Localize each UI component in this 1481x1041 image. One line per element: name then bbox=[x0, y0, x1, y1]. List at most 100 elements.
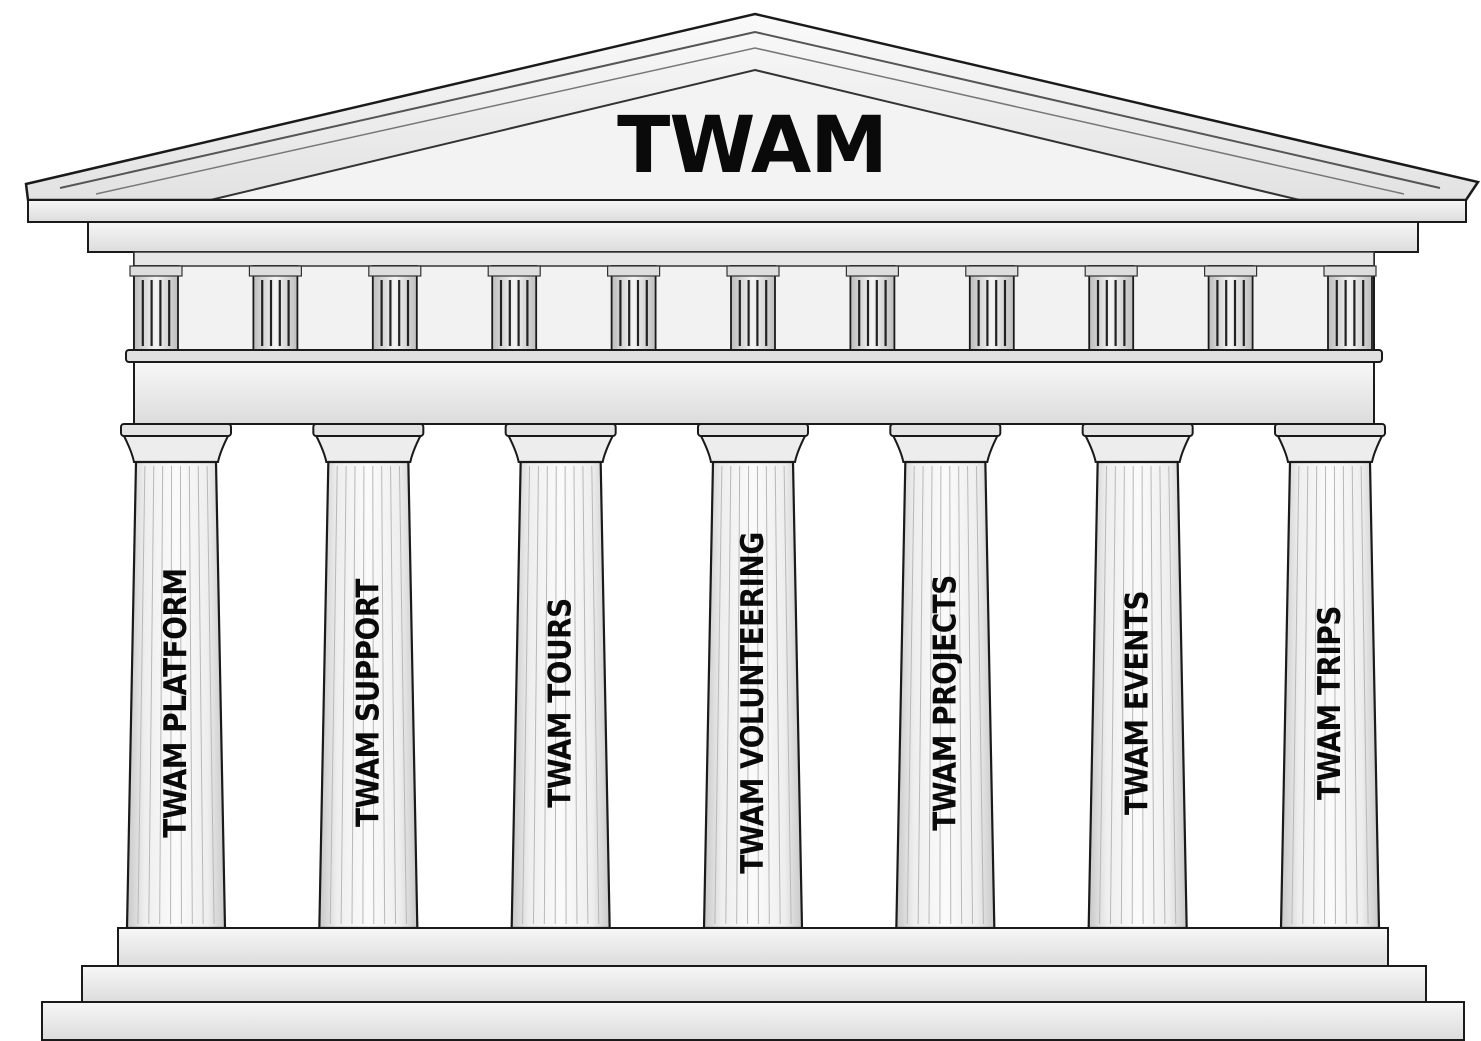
pillar-flute bbox=[939, 465, 942, 925]
pillar-flute bbox=[747, 465, 750, 925]
step-top bbox=[117, 927, 1389, 967]
stylobate bbox=[41, 927, 1465, 1041]
pillar-flute bbox=[398, 465, 407, 925]
triglyph bbox=[726, 265, 780, 351]
triglyph bbox=[1323, 265, 1377, 351]
pillar-flute bbox=[736, 465, 741, 925]
pillar-flute bbox=[774, 465, 781, 925]
pillar: TWAM PLATFORM bbox=[120, 423, 232, 930]
pillar-flute bbox=[554, 465, 557, 925]
pillar-flute bbox=[765, 465, 770, 925]
pillar-flute bbox=[522, 465, 531, 925]
pillar-flute bbox=[1342, 465, 1347, 925]
pillar-capital bbox=[889, 423, 1002, 437]
pillar-echinus bbox=[891, 435, 999, 463]
pillar-flute bbox=[1313, 465, 1318, 925]
pillar-flute bbox=[756, 465, 759, 925]
triglyph bbox=[1084, 265, 1138, 351]
triglyph bbox=[606, 265, 661, 351]
pillar: TWAM TRIPS bbox=[1274, 423, 1386, 930]
pillar-flute bbox=[906, 465, 915, 925]
pillar-flute bbox=[340, 465, 347, 925]
pillar-echinus bbox=[122, 435, 230, 463]
pillar-flute bbox=[1168, 465, 1177, 925]
pillar-flute bbox=[1141, 465, 1144, 925]
pillar-label: TWAM PROJECTS bbox=[927, 575, 963, 831]
triglyph bbox=[965, 265, 1019, 351]
step-middle bbox=[81, 965, 1427, 1003]
pediment: TWAM bbox=[24, 12, 1481, 223]
pillar-echinus bbox=[1084, 435, 1192, 463]
cornice-band bbox=[27, 199, 1467, 223]
pillar-capital bbox=[312, 423, 425, 437]
pillar-flute bbox=[159, 465, 164, 925]
pillar-flute bbox=[714, 465, 723, 925]
pillar: TWAM TOURS bbox=[504, 423, 617, 930]
pillar-flute bbox=[1099, 465, 1108, 925]
roof-molding-line-1 bbox=[59, 30, 1441, 189]
triglyph bbox=[845, 265, 900, 351]
pillar-flute bbox=[188, 465, 193, 925]
pillar-flute bbox=[170, 465, 173, 925]
pillar-flute bbox=[137, 465, 146, 925]
pillar-echinus bbox=[699, 435, 807, 463]
pillar-capital bbox=[1081, 423, 1194, 437]
pillar-echinus bbox=[1276, 435, 1384, 463]
pillar-capital bbox=[504, 423, 617, 437]
pillar-echinus bbox=[314, 435, 422, 463]
pillar-flute bbox=[1120, 465, 1125, 925]
frieze-bottom-molding bbox=[125, 349, 1383, 363]
triglyph bbox=[1203, 265, 1258, 351]
pillar: TWAM SUPPORT bbox=[312, 423, 425, 930]
pillar-flute bbox=[381, 465, 386, 925]
pillar-flute bbox=[949, 465, 952, 925]
pillar-flute bbox=[1351, 465, 1358, 925]
pillar-flute bbox=[564, 465, 567, 925]
pillar-flute bbox=[1302, 465, 1309, 925]
pillar-flute bbox=[362, 465, 365, 925]
pillar-flute bbox=[591, 465, 600, 925]
pillar-capital bbox=[697, 423, 809, 437]
pillar-label: TWAM EVENTS bbox=[1120, 591, 1156, 815]
pillar-flute bbox=[148, 465, 155, 925]
pillar-flute bbox=[573, 465, 578, 925]
step-bottom bbox=[41, 1001, 1465, 1041]
pillar-label: TWAM SUPPORT bbox=[350, 579, 386, 827]
roof-molding-line-2 bbox=[95, 47, 1405, 195]
pillar-flute bbox=[197, 465, 204, 925]
pillar: TWAM VOLUNTEERING bbox=[697, 423, 809, 930]
pillar-flute bbox=[582, 465, 589, 925]
pillar-flute bbox=[1291, 465, 1300, 925]
pillar-flute bbox=[390, 465, 397, 925]
pillar-echinus bbox=[507, 435, 615, 463]
pillar-capital bbox=[1274, 423, 1386, 437]
pillar-flute bbox=[917, 465, 924, 925]
architrave bbox=[133, 361, 1375, 425]
temple-title: TWAM bbox=[617, 101, 887, 191]
column-row: TWAM PLATFORM TWAM SUPPORT TWAM TOURS TWAM … bbox=[120, 423, 1386, 930]
pillar-label: TWAM TRIPS bbox=[1312, 606, 1348, 800]
triglyph bbox=[129, 265, 183, 351]
pillar-flute bbox=[1109, 465, 1116, 925]
pillar-flute bbox=[1333, 465, 1336, 925]
pillar-flute bbox=[975, 465, 984, 925]
pillar-flute bbox=[329, 465, 338, 925]
architrave-ledge bbox=[87, 221, 1419, 253]
pillar-flute bbox=[725, 465, 732, 925]
pillar: TWAM EVENTS bbox=[1081, 423, 1194, 930]
pillar-flute bbox=[532, 465, 539, 925]
pillar-flute bbox=[958, 465, 963, 925]
frieze bbox=[125, 251, 1383, 363]
pillar-label: TWAM TOURS bbox=[543, 598, 579, 807]
pillar-flute bbox=[351, 465, 356, 925]
pillar-flute bbox=[1150, 465, 1155, 925]
pillar-flute bbox=[928, 465, 933, 925]
triglyph bbox=[248, 265, 302, 351]
pillar-flute bbox=[1360, 465, 1369, 925]
triglyph bbox=[487, 265, 541, 351]
frieze-top-molding bbox=[133, 251, 1375, 267]
pillar-label: TWAM PLATFORM bbox=[158, 568, 194, 837]
pillar-flute bbox=[1324, 465, 1327, 925]
pillar-label: TWAM VOLUNTEERING bbox=[735, 532, 771, 874]
